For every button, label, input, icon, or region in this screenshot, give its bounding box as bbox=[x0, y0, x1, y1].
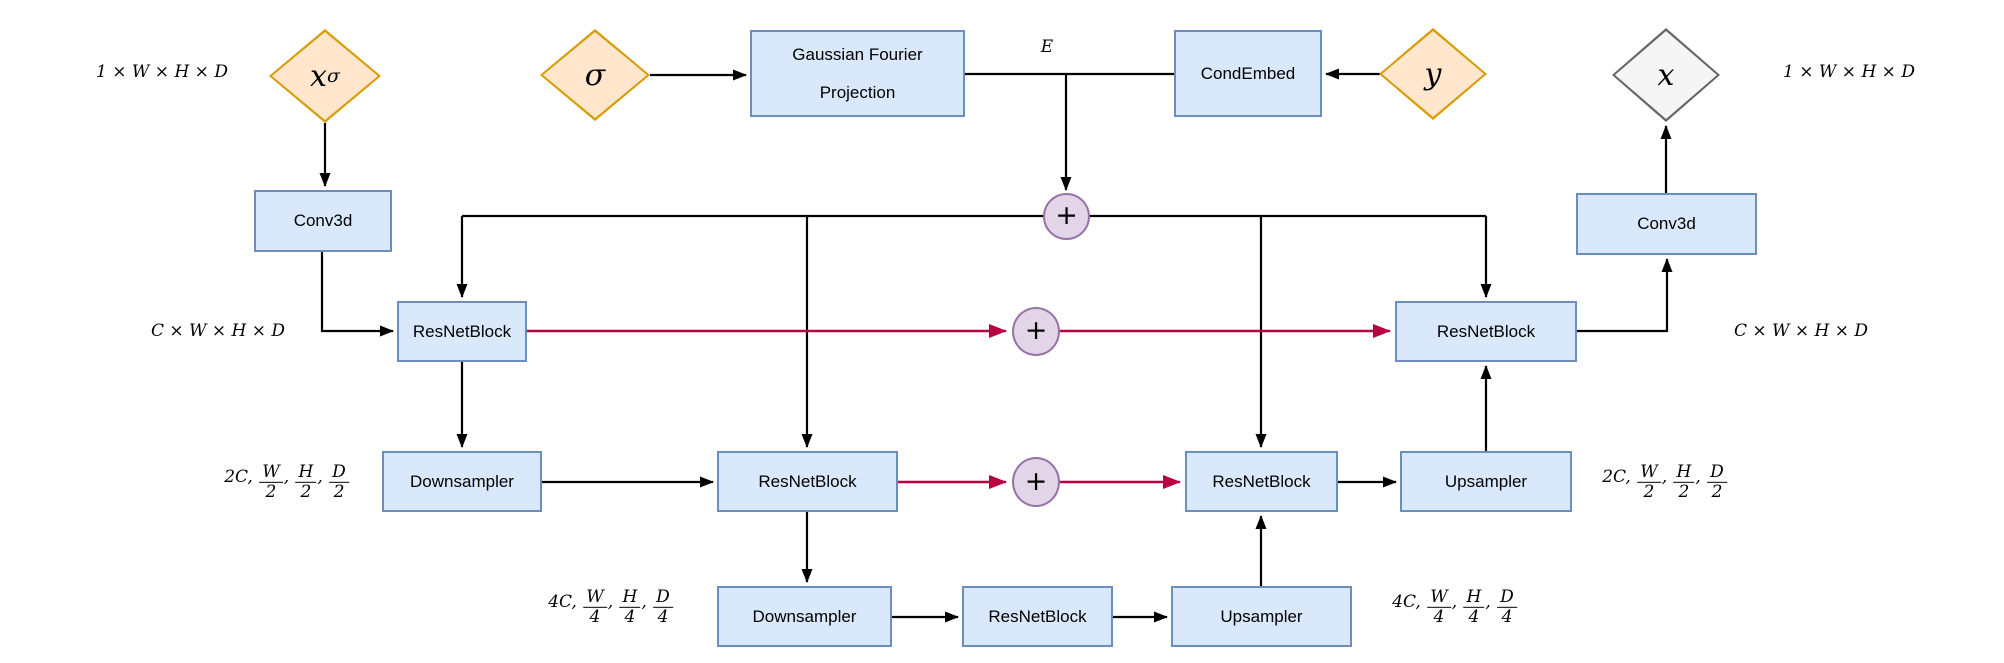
block-cond-embed: CondEmbed bbox=[1174, 30, 1322, 117]
gfp-label-line1: Gaussian Fourier bbox=[792, 44, 923, 64]
resnet-bottleneck-label: ResNetBlock bbox=[988, 606, 1087, 626]
dim-label-output: 1 × W × H × D bbox=[1783, 62, 1915, 82]
embedding-e-label: E bbox=[1040, 37, 1054, 57]
gfp-label-line2: Projection bbox=[819, 82, 896, 102]
resnet-enc-1-label: ResNetBlock bbox=[412, 321, 512, 341]
block-upsampler-2: Upsampler bbox=[1171, 586, 1352, 647]
cond-embed-label: CondEmbed bbox=[1200, 63, 1296, 83]
plus-icon: + bbox=[1024, 465, 1048, 497]
block-upsampler-1: Upsampler bbox=[1400, 451, 1572, 512]
black-connectors bbox=[319, 68, 1673, 623]
y-label: y bbox=[1424, 56, 1442, 92]
terminal-sigma: σ bbox=[540, 29, 650, 121]
terminal-x-output: x bbox=[1612, 28, 1720, 122]
block-gaussian-fourier-projection: Gaussian Fourier Projection bbox=[750, 30, 965, 117]
dim-label-c-right: C × W × H × D bbox=[1733, 321, 1869, 341]
dim-label-input: 1 × W × H × D bbox=[96, 62, 228, 82]
upsampler-1-label: Upsampler bbox=[1444, 471, 1528, 491]
block-resnet-dec-1: ResNetBlock bbox=[1395, 301, 1577, 362]
plus-icon: + bbox=[1055, 200, 1078, 231]
sum-node-skip-2: + bbox=[1012, 457, 1060, 507]
block-downsampler-2: Downsampler bbox=[717, 586, 892, 647]
edge-conv3d-to-rnb1enc bbox=[320, 252, 394, 337]
block-resnet-dec-2: ResNetBlock bbox=[1185, 451, 1338, 512]
sigma-label: σ bbox=[584, 57, 606, 93]
block-resnet-enc-1: ResNetBlock bbox=[397, 301, 527, 362]
sum-node-embedding: + bbox=[1043, 193, 1090, 240]
block-resnet-bottleneck: ResNetBlock bbox=[962, 586, 1113, 647]
dim-label-c-left: C × W × H × D bbox=[150, 321, 286, 341]
resnet-enc-2-label: ResNetBlock bbox=[758, 471, 857, 491]
plus-icon: + bbox=[1024, 315, 1048, 346]
downsampler-2-label: Downsampler bbox=[752, 606, 857, 626]
sum-node-skip-1: + bbox=[1012, 307, 1060, 356]
resnet-dec-1-label: ResNetBlock bbox=[1436, 321, 1536, 341]
block-resnet-enc-2: ResNetBlock bbox=[717, 451, 898, 512]
upsampler-2-label: Upsampler bbox=[1220, 606, 1303, 626]
resnet-dec-2-label: ResNetBlock bbox=[1212, 471, 1311, 491]
downsampler-1-label: Downsampler bbox=[410, 471, 514, 491]
block-conv3d-input: Conv3d bbox=[254, 190, 392, 252]
x-output-label: x bbox=[1657, 57, 1675, 93]
block-conv3d-output: Conv3d bbox=[1576, 193, 1757, 255]
edge-rnb1dec-to-conv3d bbox=[1577, 258, 1673, 333]
conv3d-output-label: Conv3d bbox=[1637, 214, 1696, 234]
conv3d-input-label: Conv3d bbox=[293, 211, 353, 231]
skip-connectors bbox=[527, 324, 1391, 489]
terminal-y: y bbox=[1379, 28, 1487, 120]
block-downsampler-1: Downsampler bbox=[382, 451, 542, 512]
